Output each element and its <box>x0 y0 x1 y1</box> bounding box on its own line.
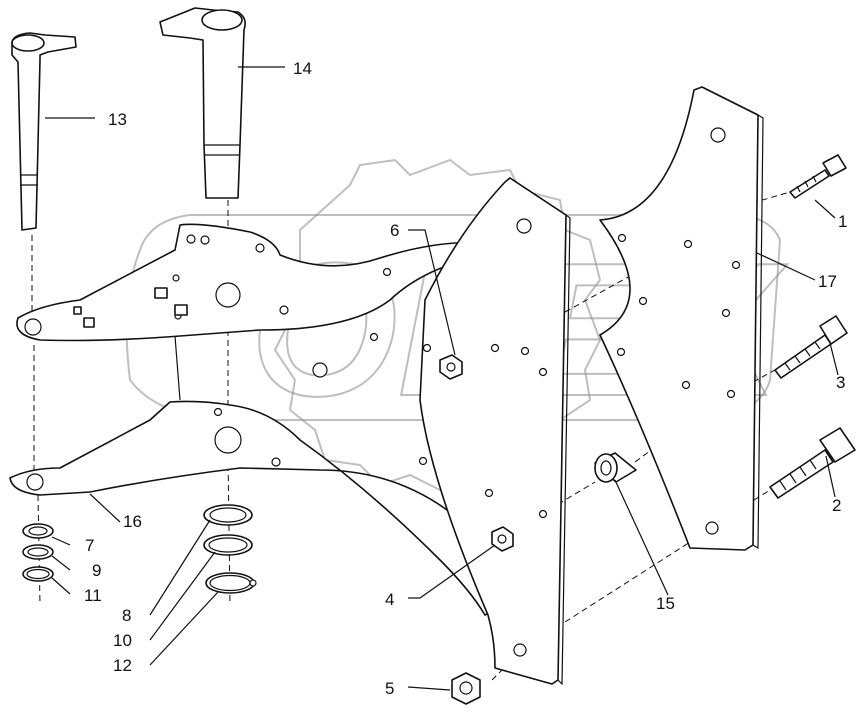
pin-14 <box>159 7 246 199</box>
callout-3: 3 <box>836 373 845 392</box>
bolt-2 <box>769 427 856 499</box>
callout-6: 6 <box>390 221 399 240</box>
callout-15: 15 <box>656 594 675 613</box>
bolts <box>769 154 856 499</box>
callout-7: 7 <box>85 536 94 555</box>
callout-9: 9 <box>92 561 101 580</box>
callout-14: 14 <box>293 59 312 78</box>
callout-16: 16 <box>123 512 142 531</box>
callout-8: 8 <box>122 606 131 625</box>
bolt-1 <box>789 154 847 199</box>
callout-5: 5 <box>385 679 394 698</box>
spacer-15 <box>594 452 637 483</box>
pin-13 <box>11 32 77 231</box>
callout-17: 17 <box>818 272 837 291</box>
callout-2: 2 <box>832 496 841 515</box>
callout-labels: 13 14 6 1 17 3 2 4 5 15 16 7 9 11 8 10 1… <box>84 59 847 698</box>
rings-left <box>22 523 54 582</box>
leader-lines <box>45 66 839 691</box>
bolt-3 <box>774 315 848 379</box>
callout-13: 13 <box>108 110 127 129</box>
callout-1: 1 <box>838 212 847 231</box>
rear-plate-17 <box>599 86 764 551</box>
bracket-16 <box>9 177 571 686</box>
nuts <box>439 354 514 705</box>
callout-10: 10 <box>113 631 132 650</box>
rings-middle <box>203 504 257 594</box>
callout-12: 12 <box>113 656 132 675</box>
callout-4: 4 <box>385 590 394 609</box>
callout-11: 11 <box>84 586 102 605</box>
